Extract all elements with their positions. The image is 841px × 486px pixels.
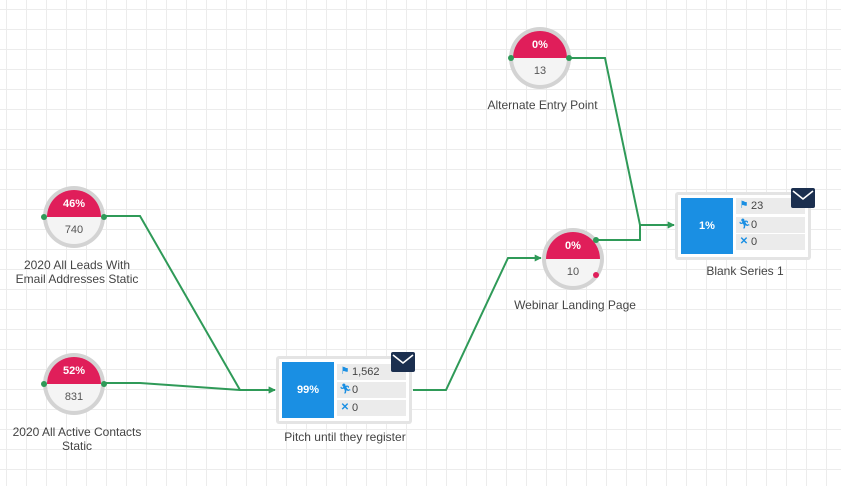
node-body: 46% 740 — [47, 190, 101, 244]
mail-icon[interactable] — [791, 188, 815, 208]
email-node-blank-series[interactable]: 1% ⚑ 23 🏃︎ 0 ✕ 0 — [675, 188, 815, 260]
exit-port[interactable] — [593, 272, 599, 278]
stat-value-clicked: 0 — [352, 384, 359, 396]
node-count: 831 — [64, 391, 84, 403]
output-port[interactable] — [593, 237, 599, 243]
node-percent: 99% — [282, 362, 334, 418]
stat-value-sent: 1,562 — [352, 366, 380, 378]
stat-row-sent: ⚑ 23 — [736, 198, 805, 214]
node-percent: 1% — [681, 198, 733, 254]
email-node-pitch[interactable]: 99% ⚑ 1,562 🏃︎ 0 ✕ 0 — [276, 352, 415, 424]
connector-leads-to-pitch[interactable] — [104, 215, 276, 394]
runner-icon: 🏃︎ — [339, 384, 352, 395]
entry-node-active-contacts[interactable]: 52% 831 — [41, 353, 107, 415]
stat-row-unsubscribed: ✕ 0 — [337, 400, 406, 416]
node-label-alternate: Alternate Entry Point — [487, 98, 598, 112]
stat-row-sent: ⚑ 1,562 — [337, 364, 406, 380]
entry-node-leads-with-email[interactable]: 46% 740 — [41, 186, 107, 248]
stat-row-clicked: 🏃︎ 0 — [337, 382, 406, 398]
flag-icon: ⚑ — [340, 366, 350, 377]
stat-value-clicked: 0 — [751, 219, 758, 231]
entry-node-webinar-landing[interactable]: 0% 10 — [542, 228, 604, 290]
input-port[interactable] — [41, 214, 47, 220]
connector-active-to-pitch[interactable] — [104, 382, 276, 394]
flag-icon: ⚑ — [739, 200, 749, 211]
input-port[interactable] — [508, 55, 514, 61]
connector-alternate-to-blank[interactable] — [569, 57, 675, 229]
connector-webinar-to-blank[interactable] — [598, 221, 675, 241]
node-count: 13 — [533, 65, 547, 77]
output-port[interactable] — [101, 381, 107, 387]
stat-row-unsubscribed: ✕ 0 — [736, 234, 805, 250]
x-icon: ✕ — [340, 402, 350, 413]
node-count: 10 — [566, 266, 580, 278]
stat-row-clicked: 🏃︎ 0 — [736, 217, 805, 233]
node-percent: 0% — [546, 232, 600, 259]
node-label-blank-series: Blank Series 1 — [706, 264, 784, 278]
runner-icon: 🏃︎ — [738, 219, 751, 230]
node-percent: 52% — [47, 357, 101, 384]
node-label-leads-with-email: 2020 All Leads With Email Addresses Stat… — [15, 258, 139, 286]
output-port[interactable] — [566, 55, 572, 61]
entry-node-alternate[interactable]: 0% 13 — [508, 27, 572, 89]
stat-value-unsubscribed: 0 — [352, 402, 359, 414]
node-label-active-contacts: 2020 All Active Contacts Static — [12, 425, 142, 453]
node-label-webinar-landing: Webinar Landing Page — [514, 298, 636, 312]
x-icon: ✕ — [739, 236, 749, 247]
node-body: 0% 10 — [546, 232, 600, 286]
input-port[interactable] — [41, 381, 47, 387]
node-percent: 46% — [47, 190, 101, 217]
node-label-pitch: Pitch until they register — [284, 430, 406, 444]
node-body: 52% 831 — [47, 357, 101, 411]
node-percent: 0% — [513, 31, 567, 58]
node-body: 0% 13 — [513, 31, 567, 85]
stat-value-unsubscribed: 0 — [751, 236, 758, 248]
connector-pitch-to-webinar[interactable] — [413, 254, 542, 391]
mail-icon[interactable] — [391, 352, 415, 372]
node-count: 740 — [64, 224, 84, 236]
stat-value-sent: 23 — [751, 200, 764, 212]
output-port[interactable] — [101, 214, 107, 220]
